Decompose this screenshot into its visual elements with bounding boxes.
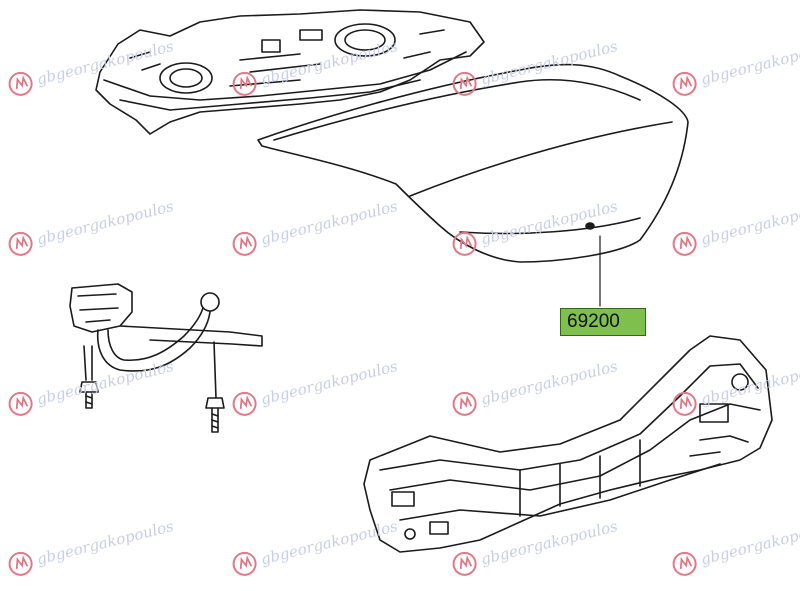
lid-lock-assembly [69,283,263,399]
package-tray [95,9,485,135]
trunk-lid [257,63,689,263]
bolt-left [79,381,99,409]
back-panel [363,335,773,553]
part-number-callout[interactable]: 69200 [560,308,646,336]
bolt-right [205,397,225,433]
